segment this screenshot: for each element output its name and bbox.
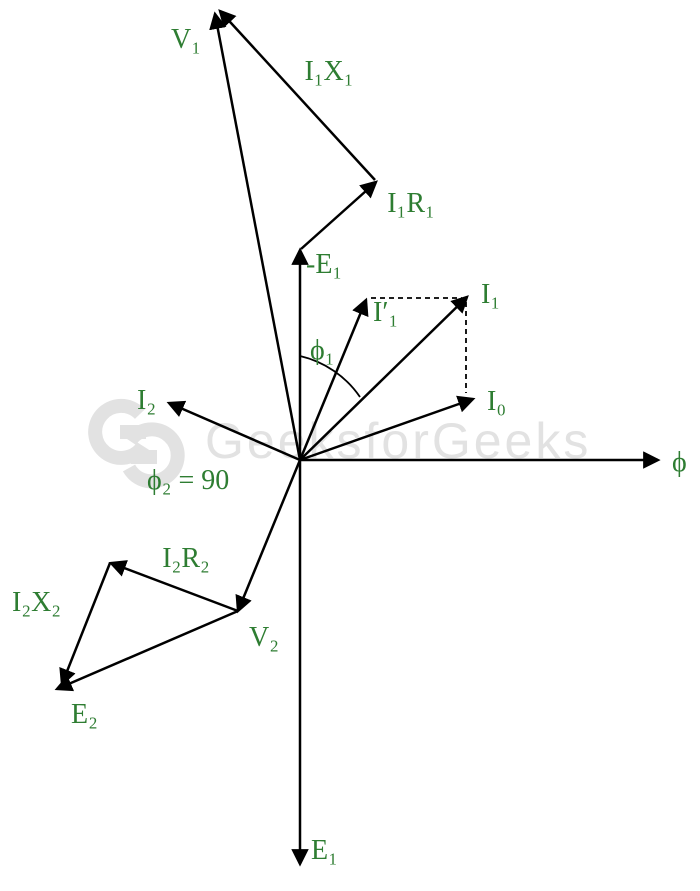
labels: V₁ I₁X₁ I₁R₁ -E₁ I′₁ I₁ ϕ₁ I₀ ϕ I₂ ϕ₂ = … xyxy=(12,24,687,866)
label-i1: I₁ xyxy=(481,279,500,310)
label-i1x1: I₁X₁ xyxy=(304,56,353,87)
label-i1-prime: I′₁ xyxy=(373,297,398,328)
vector-i0 xyxy=(299,395,476,462)
label-phi2: ϕ₂ = 90 xyxy=(147,465,229,496)
construction-lines xyxy=(299,297,467,398)
label-i2: I₂ xyxy=(137,385,156,416)
vector-i2 xyxy=(166,400,301,462)
phi1-angle-arc xyxy=(299,355,361,398)
label-phi1: ϕ₁ xyxy=(310,335,335,366)
vector-i2r2 xyxy=(108,560,239,613)
vector-v2 xyxy=(235,459,302,614)
watermark-logo-g1 xyxy=(88,398,149,465)
vector-i1 xyxy=(299,295,469,461)
watermark-logo-g2 xyxy=(122,422,185,489)
vector-v1 xyxy=(209,11,302,461)
label-i2x2: I₂X₂ xyxy=(12,587,61,618)
label-v2: V₂ xyxy=(249,622,279,653)
label-i1r1: I₁R₁ xyxy=(387,188,435,219)
label-e2: E₂ xyxy=(71,699,98,730)
vector-i1r1 xyxy=(300,180,378,250)
vector-i1-prime xyxy=(298,297,369,461)
vector-i2x2 xyxy=(59,562,112,687)
vector-e2 xyxy=(54,609,239,692)
vectors xyxy=(54,9,661,867)
label-i2r2: I₂R₂ xyxy=(162,543,210,574)
vector-i1x1 xyxy=(218,9,376,181)
label-e1: E₁ xyxy=(311,835,338,866)
label-i0: I₀ xyxy=(487,386,506,417)
label-v1: V₁ xyxy=(171,24,201,55)
label-neg-e1: -E₁ xyxy=(306,249,342,280)
label-phi: ϕ xyxy=(672,447,687,478)
